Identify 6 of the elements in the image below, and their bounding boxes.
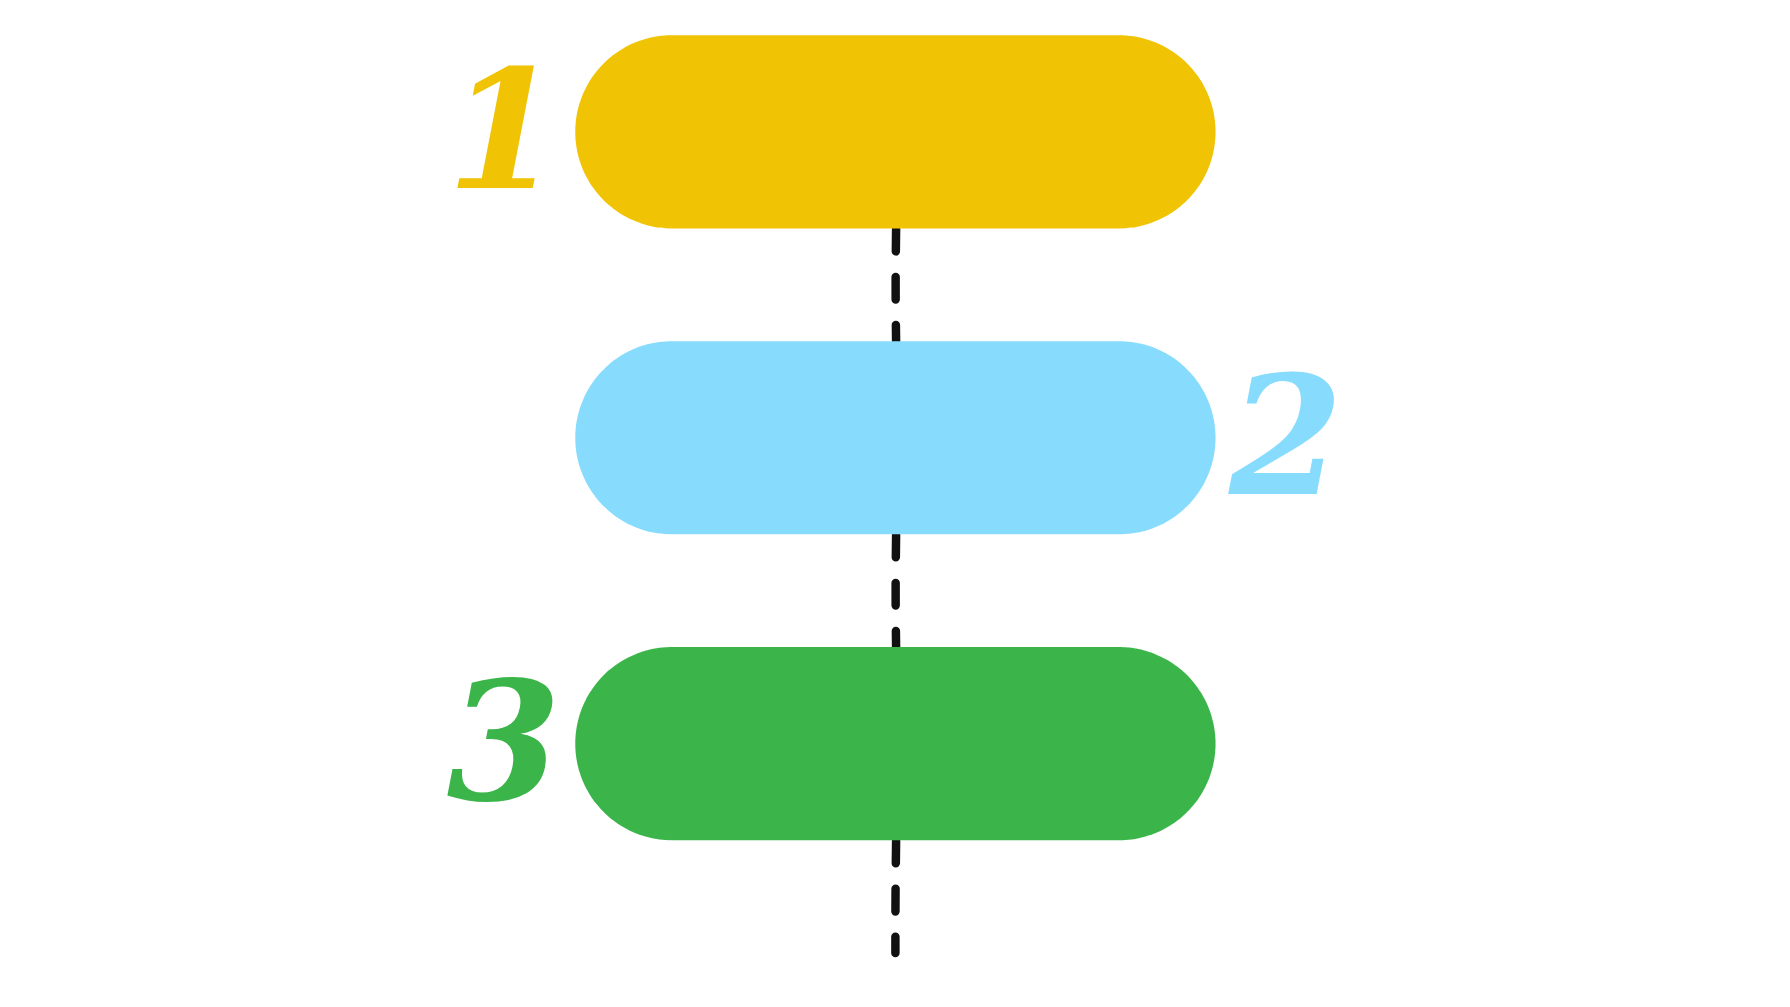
node-box [574,34,1216,228]
node-box [574,646,1216,840]
node-box [574,340,1216,534]
step-number: 2 [1229,355,1344,520]
step-number: 1 [446,49,561,214]
step-number: 3 [446,661,561,826]
